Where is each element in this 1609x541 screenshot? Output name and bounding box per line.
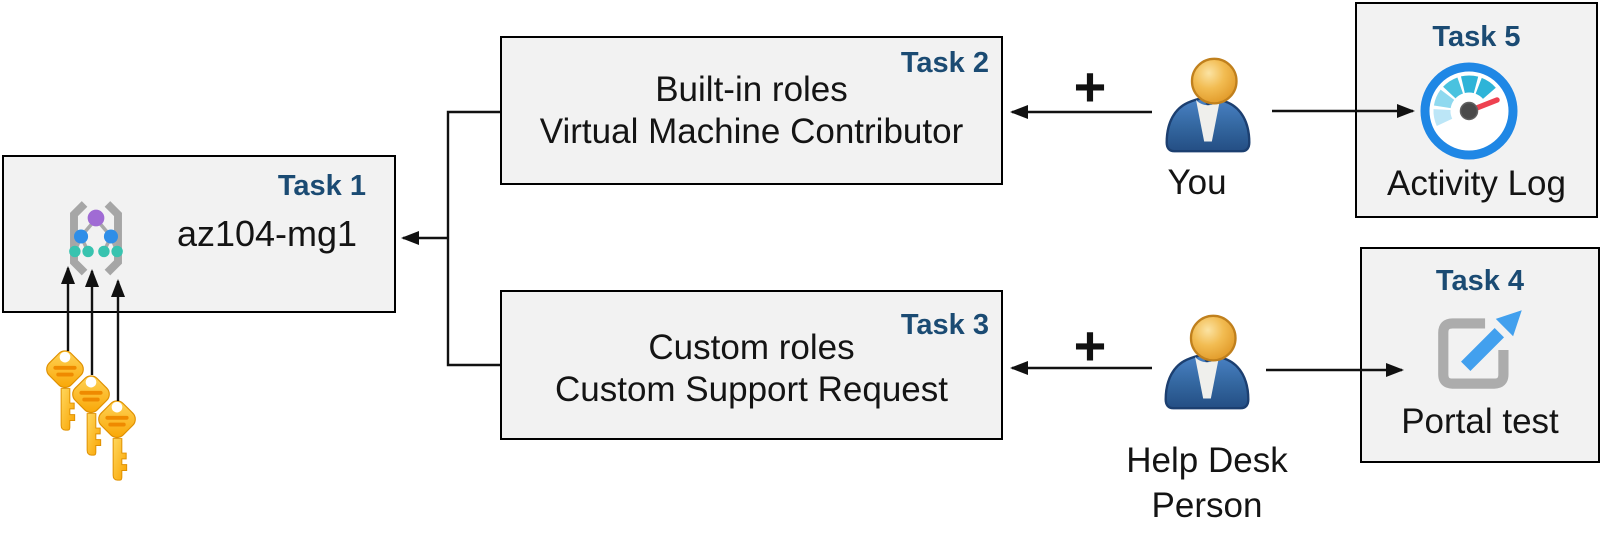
person-you-icon (1165, 57, 1251, 153)
task4-caption: Portal test (1401, 402, 1559, 441)
task3-line1: Custom roles (648, 328, 855, 367)
task3-line2: Custom Support Request (555, 370, 948, 409)
node-task4: Task 4 Portal test (1360, 247, 1600, 463)
helpdesk-label: Help Desk Person (1107, 438, 1307, 528)
task2-label: Task 2 (900, 47, 989, 79)
plus-sign-top: + (1073, 55, 1107, 118)
task5-label: Task 5 (1432, 21, 1521, 53)
task3-label: Task 3 (900, 309, 989, 341)
gauge-activity-log-icon (1420, 62, 1518, 160)
external-link-portal-icon (1438, 310, 1522, 389)
task2-line1: Built-in roles (655, 69, 848, 109)
node-task5: Task 5 Activity Log (1355, 2, 1598, 218)
node-task2: Task 2 Built-in roles Virtual Machine Co… (500, 36, 1003, 185)
management-group-icon (69, 201, 123, 276)
task1-label: Task 1 (277, 170, 366, 202)
task5-caption: Activity Log (1387, 164, 1566, 203)
node-task3: Task 3 Custom roles Custom Support Reque… (500, 290, 1003, 440)
plus-sign-bottom: + (1073, 314, 1107, 377)
trunk-connector (446, 110, 500, 367)
key-icon-3 (98, 400, 136, 481)
helpdesk-label-line2: Person (1151, 486, 1263, 525)
key-icon-1 (46, 350, 84, 431)
person-helpdesk-icon (1164, 314, 1250, 410)
task2-line2: Virtual Machine Contributor (539, 111, 964, 151)
task4-label: Task 4 (1435, 265, 1525, 297)
you-label: You (1167, 163, 1227, 202)
key-icon-2 (72, 375, 110, 456)
task1-title: az104-mg1 (176, 213, 358, 254)
helpdesk-label-line1: Help Desk (1126, 441, 1288, 480)
node-task1: Task 1 az104-mg1 (2, 155, 396, 313)
